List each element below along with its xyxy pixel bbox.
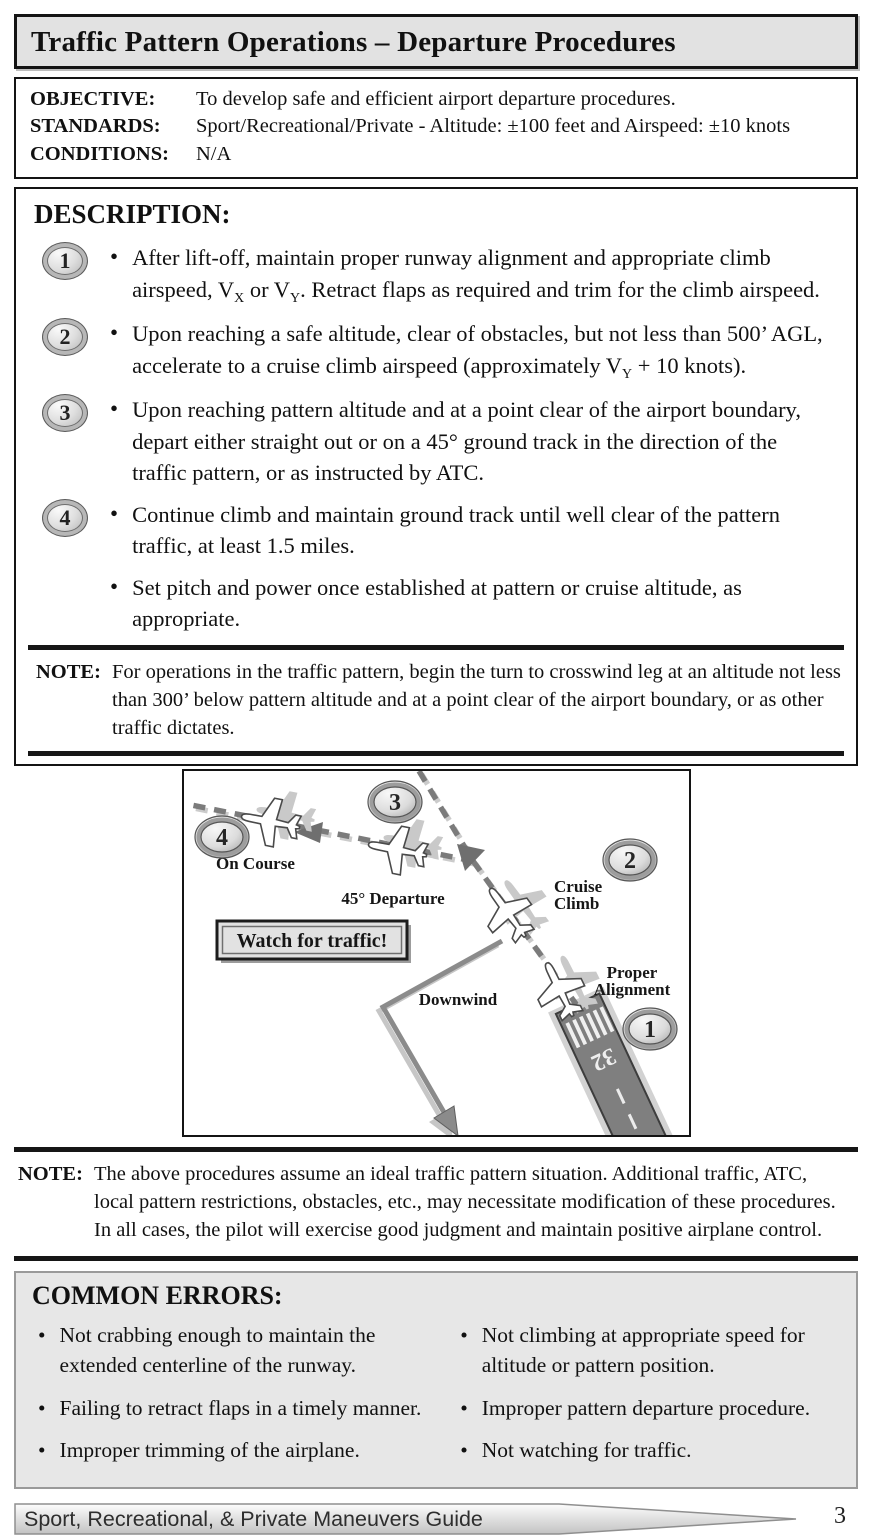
common-error-text: Improper pattern departure procedure. bbox=[481, 1395, 811, 1420]
description-item: 3 • Upon reaching pattern altitude and at … bbox=[32, 394, 844, 489]
note-text: The above procedures assume an ideal tra… bbox=[94, 1162, 836, 1242]
info-row: CONDITIONS: N/A bbox=[30, 141, 844, 168]
page-footer: Sport, Recreational, & Private Maneuvers… bbox=[14, 1502, 858, 1536]
info-row: OBJECTIVE: To develop safe and efficient … bbox=[30, 86, 844, 113]
left-arrowhead bbox=[293, 821, 323, 843]
watch-for-traffic-label: Watch for traffic! bbox=[236, 930, 387, 952]
down-arrowhead bbox=[456, 843, 485, 871]
svg-text:1: 1 bbox=[644, 1017, 656, 1043]
common-error-item: • Not climbing at appropriate speed for a… bbox=[454, 1321, 844, 1380]
traffic-pattern-diagram: 32 bbox=[181, 768, 691, 1137]
common-errors-right: • Not climbing at appropriate speed for a… bbox=[454, 1321, 844, 1479]
common-errors-heading: COMMON ERRORS: bbox=[32, 1281, 283, 1311]
footer-banner: Sport, Recreational, & Private Maneuvers… bbox=[14, 1503, 797, 1535]
label-proper-alignment: Proper bbox=[606, 963, 657, 982]
description-items: 1 • After lift-off, maintain proper runway… bbox=[32, 242, 844, 634]
common-error-text: Improper trimming of the airplane. bbox=[59, 1438, 360, 1463]
common-error-item: • Improper trimming of the airplane. bbox=[32, 1436, 454, 1466]
info-value: N/A bbox=[196, 142, 232, 165]
common-error-item: • Improper pattern departure procedure. bbox=[454, 1394, 844, 1424]
label-on-course: On Course bbox=[216, 854, 295, 873]
subscript: X bbox=[234, 290, 245, 306]
step-badge: 1 bbox=[42, 242, 88, 281]
bullet: • bbox=[110, 244, 119, 270]
bullet: • bbox=[460, 1323, 468, 1348]
label-cruise-climb: Climb bbox=[554, 894, 599, 913]
divider bbox=[28, 644, 844, 650]
bullet: • bbox=[460, 1438, 468, 1463]
svg-text:2: 2 bbox=[624, 848, 636, 874]
subscript: Y bbox=[290, 290, 301, 306]
info-box: OBJECTIVE: To develop safe and efficient … bbox=[14, 77, 858, 180]
label-cruise-climb: Cruise bbox=[554, 877, 603, 896]
description-text: Continue climb and maintain ground track… bbox=[132, 501, 780, 559]
divider bbox=[28, 750, 844, 756]
common-error-text: Not crabbing enough to maintain the exte… bbox=[59, 1323, 376, 1378]
common-errors-columns: • Not crabbing enough to maintain the ext… bbox=[32, 1321, 844, 1479]
note-label: NOTE: bbox=[18, 1162, 83, 1185]
description-box: DESCRIPTION: 1 • After lift-off, maintain … bbox=[14, 187, 858, 766]
info-label: CONDITIONS: bbox=[30, 142, 169, 165]
step-badge: 2 bbox=[42, 318, 88, 357]
common-error-text: Not climbing at appropriate speed for al… bbox=[481, 1323, 805, 1378]
bullet: • bbox=[38, 1395, 46, 1420]
page-number: 3 bbox=[834, 1503, 846, 1530]
description-item: 4 • Continue climb and maintain ground tra… bbox=[32, 498, 844, 562]
footer-pennant bbox=[14, 1503, 797, 1535]
common-errors-left: • Not crabbing enough to maintain the ext… bbox=[32, 1321, 454, 1479]
diagram-badge-3: 3 bbox=[366, 779, 423, 824]
info-label: OBJECTIVE: bbox=[30, 88, 156, 110]
departure-diagram-svg: 32 bbox=[184, 770, 688, 1135]
bullet: • bbox=[110, 573, 119, 599]
departure-tracks bbox=[184, 770, 583, 1013]
downwind-arrowhead bbox=[432, 1104, 458, 1135]
description-text: Upon reaching pattern altitude and at a … bbox=[132, 397, 801, 486]
diagram-badge-4: 4 bbox=[193, 814, 250, 859]
info-label: STANDARDS: bbox=[30, 115, 161, 138]
note-procedures: NOTE: The above procedures assume an ide… bbox=[14, 1146, 858, 1262]
common-errors-box: COMMON ERRORS: • Not crabbing enough to m… bbox=[14, 1271, 858, 1490]
bullet: • bbox=[38, 1323, 46, 1348]
watch-for-traffic-box: Watch for traffic! bbox=[215, 919, 411, 963]
description-heading: DESCRIPTION: bbox=[34, 199, 231, 230]
info-value: Sport/Recreational/Private - Altitude: ±… bbox=[196, 115, 791, 138]
info-value: To develop safe and efficient airport de… bbox=[196, 88, 676, 110]
step-badge: 3 bbox=[42, 394, 88, 433]
common-error-text: Failing to retract flaps in a timely man… bbox=[59, 1395, 422, 1420]
footer-title: Sport, Recreational, & Private Maneuvers… bbox=[24, 1507, 483, 1531]
label-45-departure: 45° Departure bbox=[341, 889, 445, 908]
subscript: Y bbox=[622, 366, 633, 382]
bullet: • bbox=[110, 500, 119, 526]
bullet: • bbox=[38, 1438, 46, 1463]
common-error-item: • Not watching for traffic. bbox=[454, 1436, 844, 1466]
common-error-item: • Failing to retract flaps in a timely ma… bbox=[32, 1394, 454, 1424]
runway-threshold-stripes bbox=[564, 1005, 614, 1048]
page-title-bar: Traffic Pattern Operations – Departure P… bbox=[14, 14, 858, 69]
diagram-badge-2: 2 bbox=[601, 837, 658, 882]
description-text: After lift-off, maintain proper runway a… bbox=[132, 245, 820, 306]
label-proper-alignment: Alignment bbox=[593, 980, 670, 999]
bullet: • bbox=[460, 1395, 468, 1420]
note-text: For operations in the traffic pattern, b… bbox=[112, 660, 841, 740]
description-text: Set pitch and power once established at … bbox=[132, 574, 742, 632]
description-text: Upon reaching a safe altitude, clear of … bbox=[132, 321, 823, 382]
downwind-track bbox=[379, 938, 503, 1122]
common-error-text: Not watching for traffic. bbox=[481, 1438, 692, 1463]
bullet: • bbox=[110, 320, 119, 346]
svg-text:3: 3 bbox=[389, 790, 401, 816]
description-item: 1 • After lift-off, maintain proper runway… bbox=[32, 242, 844, 308]
note-label: NOTE: bbox=[36, 660, 101, 683]
common-error-item: • Not crabbing enough to maintain the ext… bbox=[32, 1321, 454, 1380]
page-title: Traffic Pattern Operations – Departure P… bbox=[31, 26, 676, 58]
diagram-badge-1: 1 bbox=[621, 1006, 678, 1051]
info-row: STANDARDS: Sport/Recreational/Private - A… bbox=[30, 113, 844, 140]
departure-45-track bbox=[184, 800, 474, 864]
label-downwind: Downwind bbox=[418, 990, 497, 1009]
bullet: • bbox=[110, 396, 119, 422]
step-badge: 4 bbox=[42, 498, 88, 537]
note-pattern-ops: NOTE: For operations in the traffic patt… bbox=[32, 658, 844, 743]
description-item: • Set pitch and power once established at… bbox=[32, 572, 844, 635]
svg-text:4: 4 bbox=[216, 825, 228, 851]
description-item: 2 • Upon reaching a safe altitude, clear o… bbox=[32, 318, 844, 384]
